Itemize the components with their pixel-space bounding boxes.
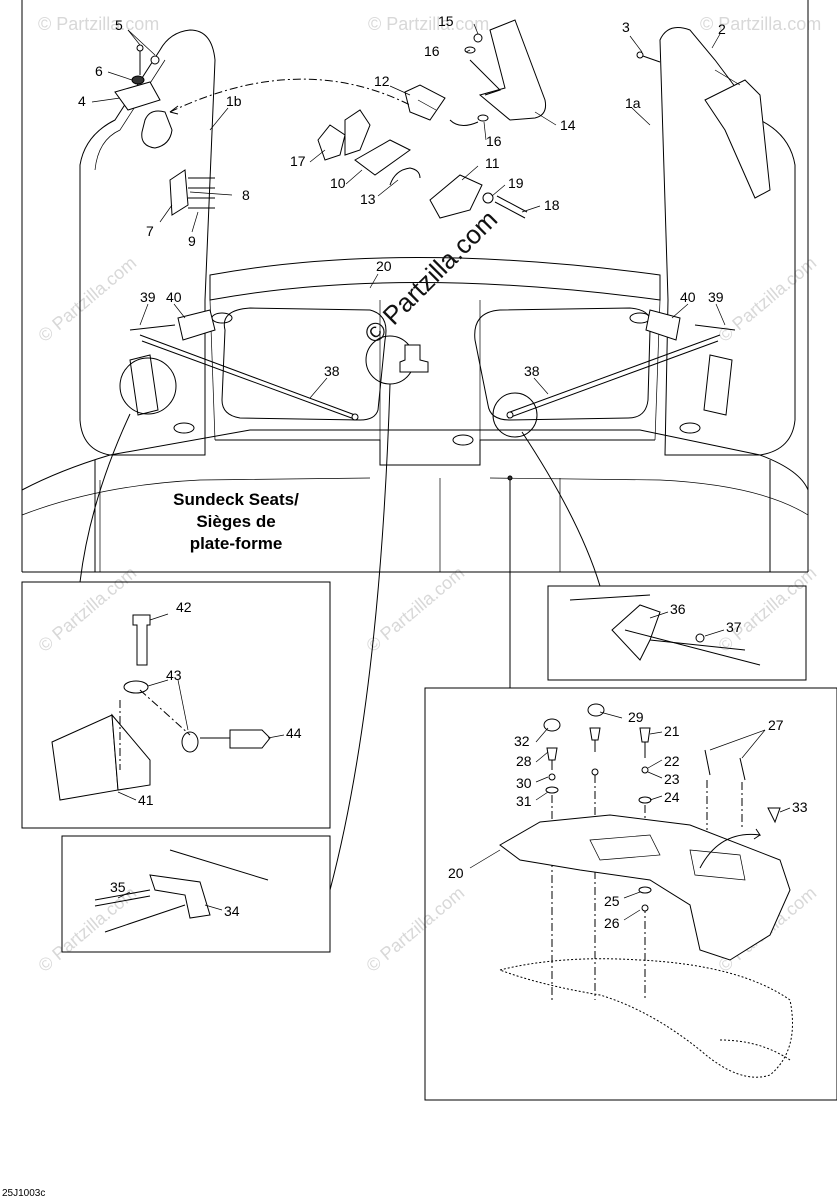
leader-lines	[79, 383, 601, 891]
callout-6: 6	[95, 63, 103, 79]
watermark-text: © Partzilla.com	[714, 253, 820, 346]
title-line-1: Sundeck Seats/	[173, 490, 299, 509]
callout-1b: 1b	[226, 93, 242, 109]
callout-43: 43	[166, 667, 182, 683]
hinge-brackets	[119, 309, 736, 438]
watermark-text: © Partzilla.com	[714, 563, 820, 656]
callout-30: 30	[516, 775, 532, 791]
callout-7: 7	[146, 223, 154, 239]
callout-10: 10	[330, 175, 346, 191]
callout-34: 34	[224, 903, 240, 919]
callout-17: 17	[290, 153, 306, 169]
callout-33: 33	[792, 799, 808, 815]
watermark-text: © Partzilla.com	[368, 14, 489, 34]
callout-12: 12	[374, 73, 390, 89]
seat-cushion	[498, 958, 793, 1078]
callout-40b: 40	[680, 289, 696, 305]
callout-29: 29	[628, 709, 644, 725]
watermark-main: © Partzilla.com	[358, 204, 503, 349]
callout-14: 14	[560, 117, 576, 133]
watermark-text: © Partzilla.com	[362, 883, 468, 976]
callout-18: 18	[544, 197, 560, 213]
watermark-text: © Partzilla.com	[34, 563, 140, 656]
watermark-text: © Partzilla.com	[38, 14, 159, 34]
callout-42: 42	[176, 599, 192, 615]
callout-37: 37	[726, 619, 742, 635]
callout-35: 35	[110, 879, 126, 895]
callout-leaders	[91, 23, 791, 921]
callout-41: 41	[138, 792, 154, 808]
callout-2: 2	[718, 21, 726, 37]
callout-5: 5	[115, 17, 123, 33]
callout-25: 25	[604, 893, 620, 909]
callout-11: 11	[485, 155, 500, 171]
section-title: Sundeck Seats/ Sièges de plate-forme	[173, 490, 299, 553]
callout-13: 13	[360, 191, 376, 207]
title-line-3: plate-forme	[190, 534, 283, 553]
right-backrest-cushion	[704, 79, 771, 199]
callout-23: 23	[664, 771, 680, 787]
callout-20b: 20	[448, 865, 464, 881]
callout-20a: 20	[376, 258, 392, 274]
detail-seat-box	[424, 687, 837, 1101]
right-backrest-panel	[659, 27, 796, 456]
main-frame	[21, 0, 809, 573]
upper-hardware-cluster	[114, 19, 661, 219]
callout-19: 19	[508, 175, 524, 191]
callout-21: 21	[664, 723, 680, 739]
detail-rivet-box	[547, 585, 807, 681]
callout-9: 9	[188, 233, 196, 249]
strap	[478, 19, 546, 121]
title-line-2: Sièges de	[196, 512, 275, 531]
support-rods	[139, 334, 721, 421]
latch-body-left	[141, 110, 173, 149]
watermark-text: © Partzilla.com	[700, 14, 821, 34]
watermark-text: © Partzilla.com	[34, 883, 140, 976]
callout-1a: 1a	[625, 95, 641, 111]
callout-40a: 40	[166, 289, 182, 305]
reference-code: 25J1003c	[2, 1188, 45, 1199]
callout-44: 44	[286, 725, 302, 741]
callout-38b: 38	[524, 363, 540, 379]
detail-hinge-box	[21, 581, 331, 829]
callout-27: 27	[768, 717, 784, 733]
callout-36: 36	[670, 601, 686, 617]
callout-16b: 16	[486, 133, 502, 149]
callout-24: 24	[664, 789, 680, 805]
callout-31: 31	[516, 793, 532, 809]
callout-labels: 1a 1b 2 3 4 5 6 7 8 9 10 11 12 13 14 15 …	[78, 13, 808, 931]
callout-32: 32	[514, 733, 530, 749]
callout-26: 26	[604, 915, 620, 931]
latch-pin	[399, 344, 429, 373]
callout-15: 15	[438, 13, 454, 29]
watermark-text: © Partzilla.com	[34, 253, 140, 346]
callout-28: 28	[516, 753, 532, 769]
callout-16a: 16	[424, 43, 440, 59]
callout-8: 8	[242, 187, 250, 203]
callout-22: 22	[664, 753, 680, 769]
callout-39a: 39	[140, 289, 156, 305]
watermark-text: © Partzilla.com	[362, 563, 468, 656]
callout-39b: 39	[708, 289, 724, 305]
seat-frame	[499, 814, 791, 961]
left-backrest-panel	[79, 29, 216, 456]
detail-bracket-box	[61, 835, 331, 953]
callout-3: 3	[622, 19, 630, 35]
callout-4: 4	[78, 93, 86, 109]
callout-38a: 38	[324, 363, 340, 379]
